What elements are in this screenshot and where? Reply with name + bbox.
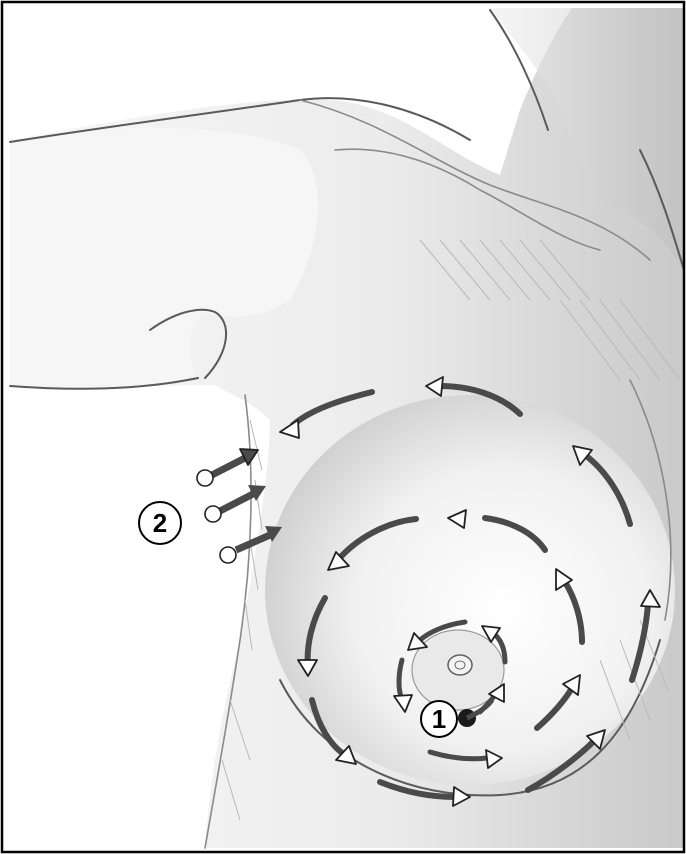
open-dot-icon [205, 506, 221, 522]
label-one: 1 [421, 701, 457, 737]
open-dot-icon [220, 547, 236, 563]
label-two-text: 2 [153, 508, 167, 538]
breast-shape [265, 395, 675, 785]
label-two: 2 [139, 502, 181, 544]
open-dot-icon [197, 470, 213, 486]
nipple [448, 655, 472, 675]
label-one-text: 1 [432, 704, 446, 734]
